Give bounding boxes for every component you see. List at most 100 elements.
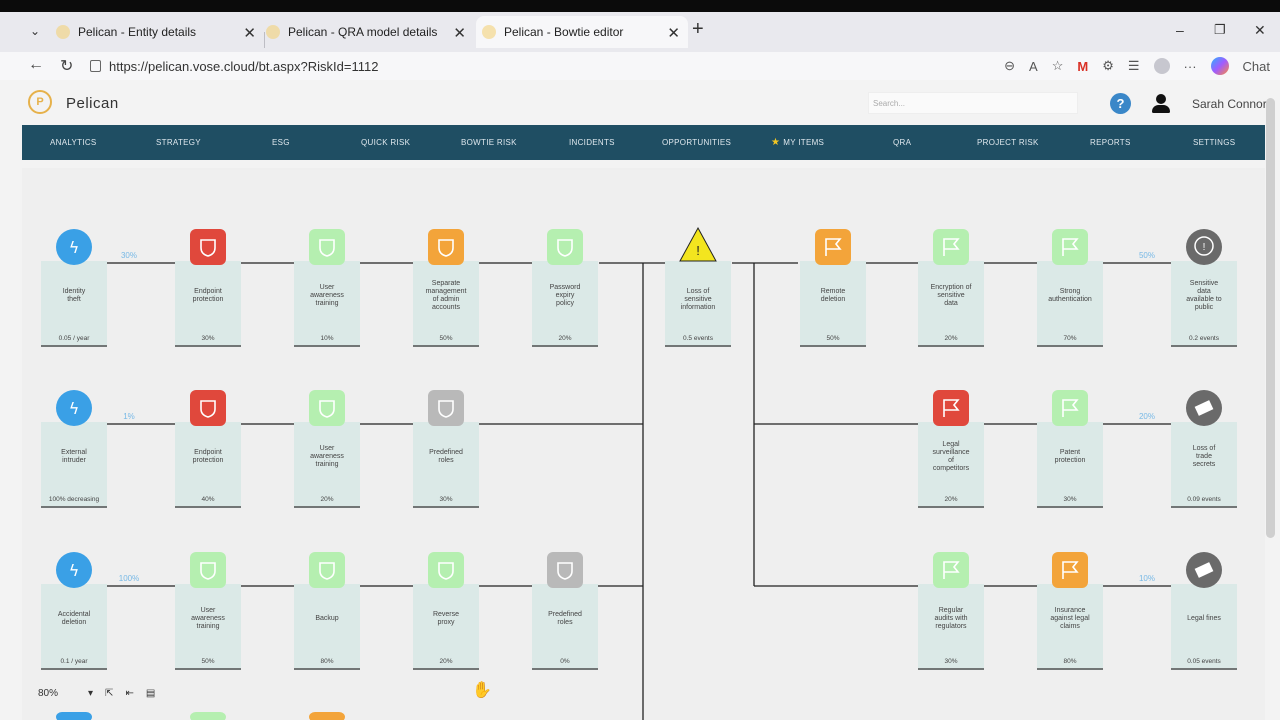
zoom-dropdown-icon[interactable]: ▾	[88, 688, 94, 699]
tab-list-chevron-icon[interactable]: ⌄	[30, 24, 41, 38]
tab-title: Pelican - QRA model details	[288, 25, 438, 39]
close-tab-icon[interactable]: ✕	[453, 25, 466, 42]
back-arrow-icon[interactable]: ←	[28, 56, 44, 73]
tab-entity-details[interactable]: Pelican - Entity details ✕	[56, 16, 264, 48]
menu-strategy[interactable]: STRATEGY	[156, 138, 201, 147]
menu-qra[interactable]: QRA	[893, 138, 912, 147]
extensions-icon[interactable]: ⚙	[1102, 58, 1114, 73]
menu-esg[interactable]: ESG	[272, 138, 290, 147]
favorites-list-icon[interactable]: ☰	[1127, 58, 1140, 73]
favorite-star-icon[interactable]: ☆	[1051, 58, 1064, 73]
menu-my-items[interactable]: ★MY ITEMS	[771, 137, 825, 148]
more-menu-icon[interactable]: ···	[1183, 58, 1197, 74]
node-value: 20%	[439, 658, 452, 665]
hazard-label: Loss of	[687, 288, 710, 295]
read-aloud-icon[interactable]: A	[1029, 58, 1038, 74]
flag-glyph	[943, 399, 960, 417]
node-card	[1171, 422, 1237, 508]
minimize-button[interactable]: –	[1176, 22, 1184, 38]
app-search-input[interactable]: Search...	[868, 92, 1078, 114]
pelican-logo[interactable]: P	[28, 90, 52, 114]
menu-quick-risk[interactable]: QUICK RISK	[361, 138, 411, 147]
back-icon[interactable]: ⇤	[125, 688, 134, 699]
close-window-button[interactable]: ✕	[1254, 22, 1266, 38]
menu-settings[interactable]: SETTINGS	[1193, 138, 1236, 147]
node-card	[1171, 261, 1237, 347]
node-card	[175, 261, 241, 347]
node-value: 30%	[439, 496, 452, 503]
user-name[interactable]: Sarah Connor	[1192, 97, 1267, 111]
node-label: Separate	[432, 280, 461, 287]
flag-glyph	[825, 238, 842, 256]
warning-triangle-icon	[679, 226, 717, 262]
refresh-icon[interactable]: ↻	[60, 58, 74, 75]
export-icon[interactable]: ⇱	[105, 688, 114, 699]
restore-button[interactable]: ❐	[1214, 22, 1226, 37]
app-brand: Pelican	[66, 95, 119, 112]
gmail-icon[interactable]: M	[1077, 58, 1089, 74]
close-tab-icon[interactable]: ✕	[243, 25, 256, 42]
shield-control-icon	[428, 552, 464, 588]
zoom-level[interactable]: 80%	[38, 688, 59, 699]
chat-button[interactable]: Chat	[1242, 58, 1270, 74]
node-value: 80%	[320, 658, 333, 665]
menu-bowtie-risk[interactable]: BOWTIE RISK	[461, 138, 517, 147]
close-tab-icon[interactable]: ✕	[667, 25, 680, 42]
help-icon[interactable]: ?	[1110, 93, 1131, 114]
node-card	[918, 261, 984, 347]
flag-control-icon	[815, 229, 851, 265]
menu-opportunities[interactable]: OPPORTUNITIES	[662, 138, 732, 147]
profile-avatar-icon[interactable]	[1153, 58, 1170, 74]
page-scrollbar[interactable]	[1266, 98, 1275, 538]
node-card	[800, 261, 866, 347]
user-icon[interactable]	[1152, 94, 1170, 114]
url-field[interactable]: https://pelican.vose.cloud/bt.aspx?RiskI…	[90, 53, 970, 79]
pelican-favicon	[56, 25, 70, 39]
link-percent: 50%	[1139, 251, 1155, 260]
new-tab-button[interactable]: +	[692, 18, 704, 40]
tab-qra-model[interactable]: Pelican - QRA model details ✕	[266, 16, 474, 48]
node-label: of admin	[433, 296, 460, 303]
tab-bowtie-editor[interactable]: Pelican - Bowtie editor ✕	[476, 16, 688, 48]
menu-reports[interactable]: REPORTS	[1090, 138, 1131, 147]
address-bar: ← ↻ https://pelican.vose.cloud/bt.aspx?R…	[0, 52, 1280, 80]
menu-project-risk[interactable]: PROJECT RISK	[977, 138, 1039, 147]
shield-glyph	[200, 239, 216, 257]
node-label: External	[61, 449, 87, 456]
node-label: awareness	[310, 292, 344, 299]
menu-incidents[interactable]: INCIDENTS	[569, 138, 615, 147]
copilot-icon[interactable]	[1210, 57, 1229, 75]
node-label: Patent	[1060, 449, 1080, 456]
partial-control-icon	[309, 712, 345, 720]
menu-analytics[interactable]: ANALYTICS	[50, 138, 97, 147]
zoom-out-icon[interactable]: ⊖	[1004, 58, 1016, 73]
save-icon[interactable]: ▤	[145, 688, 156, 699]
